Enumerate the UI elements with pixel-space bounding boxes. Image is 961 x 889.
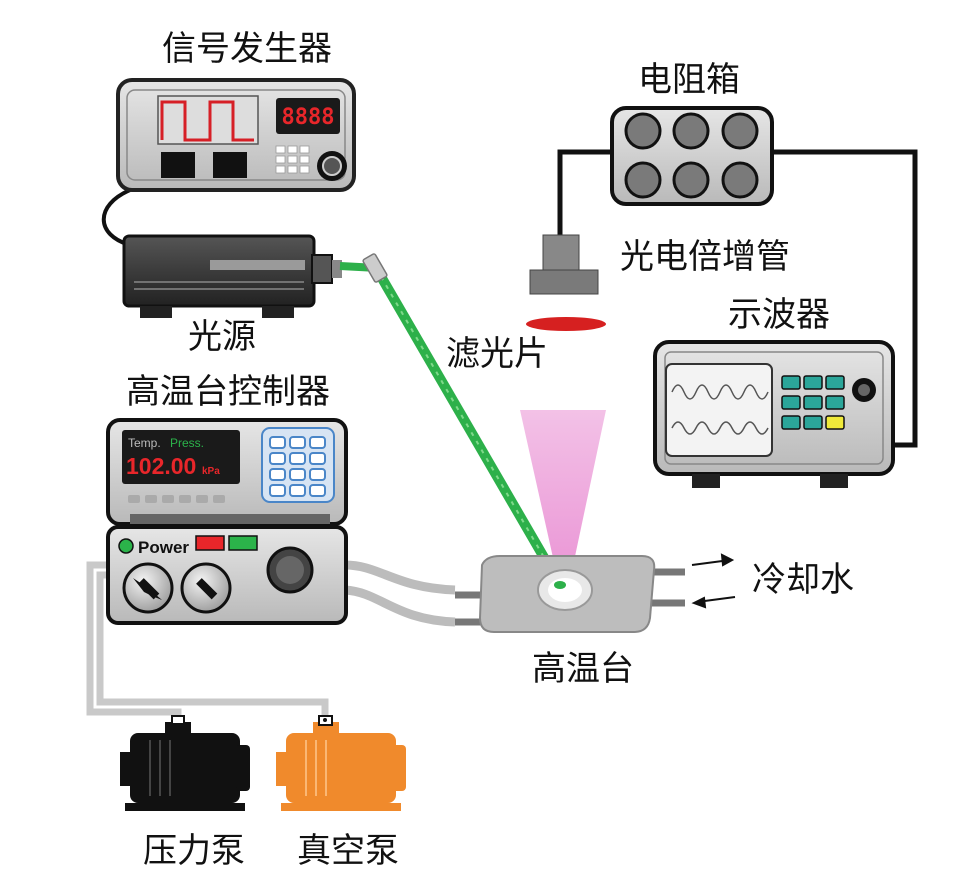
oscilloscope: [653, 340, 895, 488]
osc-button: [781, 395, 801, 410]
stage-controller: Temp. Press. 102.00 kPa Power: [106, 418, 348, 625]
waveform-display: [157, 95, 259, 145]
signal-generator-display: 8888: [282, 105, 335, 130]
resistor-box: [610, 106, 774, 206]
signal-cable: [101, 188, 131, 247]
signal-generator-label: 信号发生器: [162, 29, 332, 69]
controller-temp-label: Temp.: [128, 436, 161, 450]
resistor-box-label: 电阻箱: [638, 60, 740, 100]
filter-label: 滤光片: [446, 334, 548, 374]
osc-cable: [772, 149, 918, 448]
sg-keypad: [275, 145, 310, 174]
square-wave: [160, 100, 254, 142]
osc-button: [825, 395, 845, 410]
osc-trace: [671, 421, 769, 435]
resistor-dial: [624, 112, 662, 150]
power-indicator: [118, 538, 134, 554]
oscilloscope-label: 示波器: [728, 295, 830, 335]
resistor-dial: [721, 161, 759, 199]
laser-beam: [339, 253, 565, 588]
red-indicator: [195, 535, 225, 551]
signal-generator: 8888: [116, 78, 356, 192]
osc-button: [803, 375, 823, 390]
photomultiplier-label: 光电倍增管: [620, 237, 790, 277]
osc-button: [781, 375, 801, 390]
green-indicator: [228, 535, 258, 551]
light-source: [122, 234, 342, 318]
sg-button-left: [161, 152, 195, 178]
osc-button: [825, 415, 845, 430]
controller-value: 102.00: [126, 453, 196, 479]
cooling-water-arrows: [691, 553, 736, 609]
sg-button-right: [213, 152, 247, 178]
vacuum-pump-label: 真空泵: [297, 831, 399, 871]
pmt-cable: [557, 149, 612, 238]
stage-hose-bottom: [344, 585, 456, 627]
osc-button: [803, 395, 823, 410]
oscilloscope-screen: [665, 363, 773, 457]
osc-button: [803, 415, 823, 430]
high-temperature-stage: [455, 555, 685, 633]
controller-unit: kPa: [202, 466, 220, 477]
stage-hose-top: [344, 560, 456, 595]
sample-spot: [554, 581, 566, 589]
mirror: [362, 253, 388, 283]
resistor-dial: [672, 112, 710, 150]
osc-button: [825, 375, 845, 390]
pressure-pump: [120, 715, 250, 811]
controller-label: 高温台控制器: [126, 372, 330, 412]
pressure-pump-label: 压力泵: [143, 831, 245, 871]
resistor-dial: [672, 161, 710, 199]
osc-trace: [671, 384, 769, 400]
power-label: Power: [138, 538, 189, 557]
controller-lcd: [122, 430, 240, 484]
photomultiplier-tube: [529, 234, 599, 295]
light-source-label: 光源: [188, 317, 256, 357]
emission-cone: [520, 410, 606, 580]
vacuum-pump: [276, 715, 406, 811]
filter: [526, 317, 606, 331]
vacuum-valve-knob: [180, 562, 232, 614]
stage-label: 高温台: [532, 649, 634, 689]
cooling-water-label: 冷却水: [752, 560, 854, 600]
resistor-dial: [721, 112, 759, 150]
osc-button: [781, 415, 801, 430]
resistor-dial: [624, 161, 662, 199]
pressure-valve-knob: [122, 562, 174, 614]
controller-pressure-label: Press.: [170, 436, 204, 450]
